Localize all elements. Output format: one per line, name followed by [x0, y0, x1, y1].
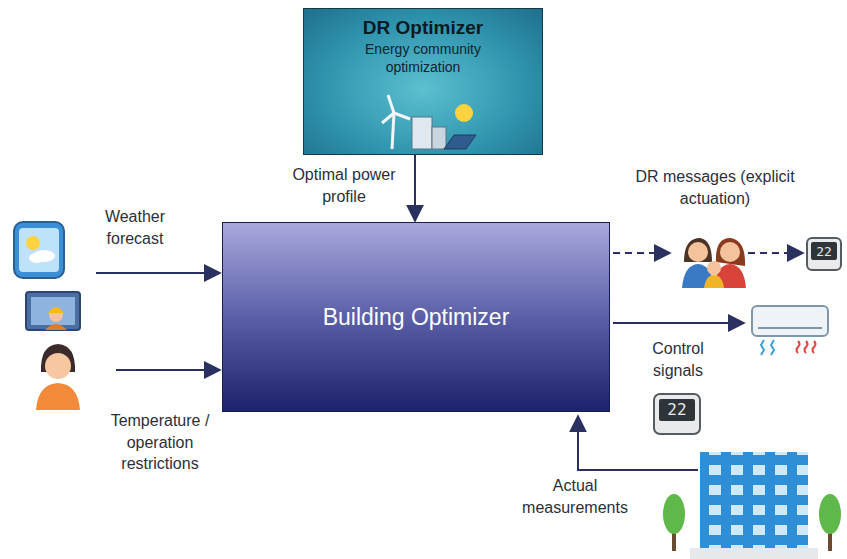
hvac-icon	[752, 306, 828, 355]
operator-icon	[26, 292, 80, 330]
optimizer-box: DR OptimizerEnergy community optimizatio…	[303, 8, 543, 155]
thermostat-reading: 22	[659, 402, 695, 418]
building-icon	[663, 452, 841, 559]
feedback-label: Actual measurements	[510, 475, 640, 518]
node-heading: Building Optimizer	[323, 304, 510, 331]
process-box: Building Optimizer	[222, 222, 610, 412]
measurement-arrow	[578, 416, 698, 470]
input-label: Temperature / operation restrictions	[100, 410, 220, 475]
thermostat-reading: 22	[811, 245, 837, 258]
input-arrow	[96, 272, 220, 274]
node-heading: DR Optimizer	[363, 17, 483, 39]
user-icon	[36, 344, 80, 410]
input-arrow	[116, 369, 220, 371]
edge-label: Optimal power profile	[282, 164, 406, 207]
control-arrow	[613, 322, 744, 324]
output-label: DR messages (explicit actuation)	[615, 166, 815, 209]
output-label: Control signals	[640, 338, 716, 381]
thermostat-icon	[654, 394, 700, 434]
family-icon	[682, 238, 746, 288]
weather-icon	[14, 222, 64, 278]
thermostat-icon	[807, 238, 841, 270]
input-label: Weather forecast	[93, 206, 177, 249]
node-body: Energy community optimization	[348, 41, 498, 76]
dr-message-arrow	[748, 252, 803, 254]
dr-message-arrow	[613, 252, 670, 254]
flow-arrow	[414, 155, 416, 221]
